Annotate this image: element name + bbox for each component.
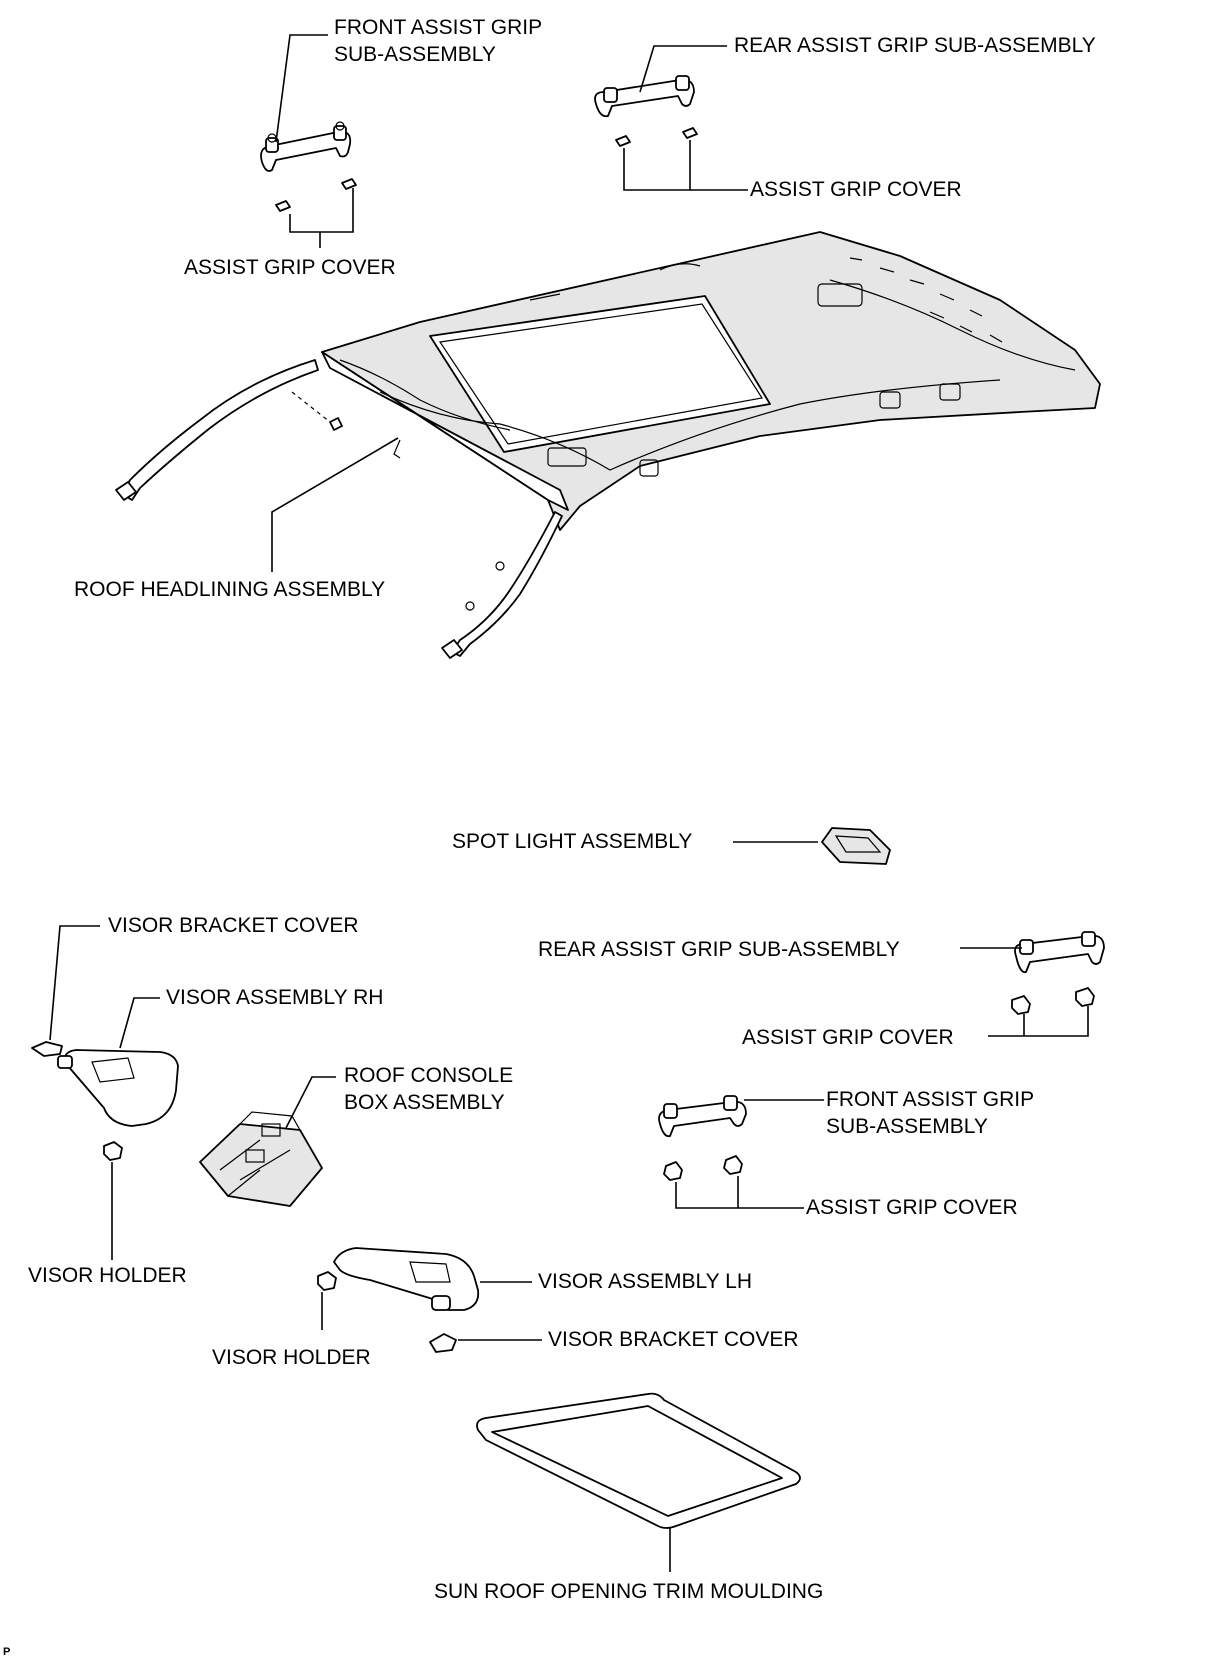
- spot-light-assembly: [821, 827, 891, 865]
- label-visor-assembly-rh: VISOR ASSEMBLY RH: [166, 986, 384, 1009]
- visor-holder-lh: [317, 1271, 337, 1291]
- leader-grip-cover-top-right: [623, 140, 691, 191]
- leader-rear-grip-top: [639, 45, 727, 93]
- visor-bracket-cover-rh: [31, 1041, 63, 1057]
- label-front-assist-grip-top: FRONT ASSIST GRIP SUB-ASSEMBLY: [334, 14, 542, 68]
- visor-bracket-cover-lh: [429, 1333, 457, 1353]
- roof-console-box-assembly: [199, 1111, 323, 1207]
- leader-visor-assembly-rh: [119, 997, 160, 1049]
- leader-roof-headlining: [271, 437, 399, 572]
- assist-grip-cover-bottom-1-pair: [1011, 987, 1095, 1015]
- label-assist-grip-cover-bottom-1: ASSIST GRIP COVER: [742, 1026, 954, 1049]
- label-visor-holder-rh: VISOR HOLDER: [28, 1264, 187, 1287]
- label-visor-assembly-lh: VISOR ASSEMBLY LH: [538, 1270, 752, 1293]
- label-visor-bracket-cover-rh: VISOR BRACKET COVER: [108, 914, 359, 937]
- label-visor-holder-lh: VISOR HOLDER: [212, 1346, 371, 1369]
- label-front-assist-grip-bottom: FRONT ASSIST GRIP SUB-ASSEMBLY: [826, 1088, 1035, 1138]
- rear-assist-grip-bottom: [1014, 931, 1105, 974]
- label-visor-bracket-cover-lh: VISOR BRACKET COVER: [548, 1328, 799, 1351]
- label-sun-roof-opening-trim-moulding: SUN ROOF OPENING TRIM MOULDING: [434, 1580, 824, 1603]
- label-assist-grip-cover-top-right: ASSIST GRIP COVER: [750, 178, 962, 201]
- front-assist-grip-bottom: [658, 1095, 747, 1138]
- front-assist-grip-top: [260, 121, 352, 172]
- assist-grip-cover-bottom-2-pair: [663, 1155, 743, 1181]
- label-roof-headlining-assembly: ROOF HEADLINING ASSEMBLY: [74, 578, 386, 601]
- label-rear-assist-grip-bottom: REAR ASSIST GRIP SUB-ASSEMBLY: [538, 938, 900, 961]
- label-spot-light-assembly: SPOT LIGHT ASSEMBLY: [452, 830, 693, 853]
- roof-headlining-assembly: [115, 231, 1101, 659]
- figure-id: P: [3, 1646, 11, 1658]
- label-rear-assist-grip-top: REAR ASSIST GRIP SUB-ASSEMBLY: [734, 34, 1096, 57]
- label-roof-console-box-assembly: ROOF CONSOLE BOX ASSEMBLY: [344, 1064, 514, 1114]
- label-assist-grip-cover-top-left: ASSIST GRIP COVER: [184, 256, 396, 279]
- leader-grip-cover-bottom-1: [988, 1006, 1089, 1037]
- leader-visor-bracket-cover-rh: [49, 925, 100, 1041]
- rear-assist-grip-top: [594, 75, 695, 118]
- assist-grip-cover-top-left-pair: [275, 178, 357, 212]
- leader-grip-cover-top-left: [289, 188, 354, 233]
- leader-roof-console: [285, 1076, 336, 1129]
- sun-roof-opening-trim-moulding: [476, 1392, 801, 1529]
- visor-holder-rh: [103, 1141, 123, 1161]
- visor-assembly-rh: [57, 1049, 179, 1127]
- label-assist-grip-cover-bottom-2: ASSIST GRIP COVER: [806, 1196, 1018, 1219]
- leader-front-grip-top: [275, 34, 328, 143]
- label-front-assist-grip-top-line1: FRONT ASSIST GRIP SUB-ASSEMBLY: [334, 16, 543, 66]
- leader-grip-cover-bottom-2: [675, 1176, 804, 1209]
- visor-assembly-lh: [333, 1247, 480, 1311]
- assist-grip-cover-top-right-pair: [615, 127, 698, 147]
